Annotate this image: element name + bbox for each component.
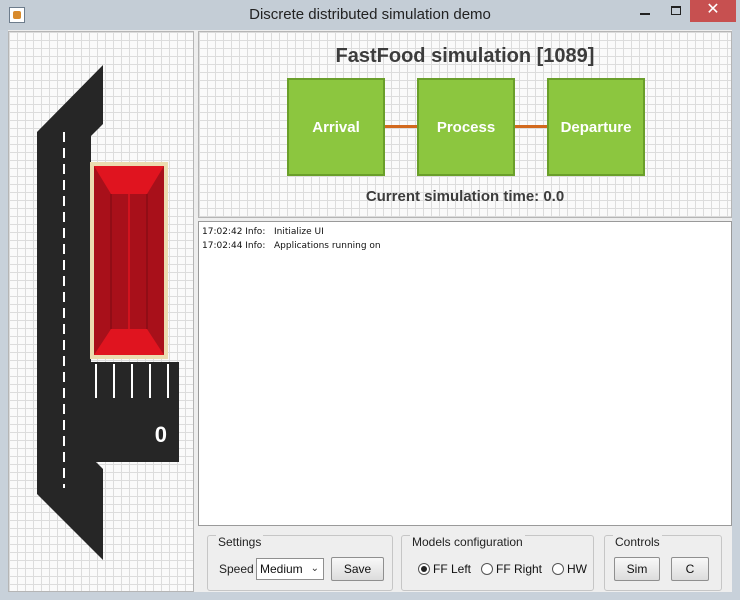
models-group-label: Models configuration xyxy=(410,535,525,549)
connector-arrival-process xyxy=(385,125,417,128)
road-counter-block xyxy=(91,362,179,462)
radio-unchecked-icon xyxy=(552,563,564,575)
controls-group-label: Controls xyxy=(613,535,662,549)
connector-process-departure xyxy=(515,125,547,128)
controls-group: Controls Sim C xyxy=(604,535,722,591)
process-diagram-panel: FastFood simulation [1089] Arrival Proce… xyxy=(198,31,732,218)
road-panel: 0 xyxy=(8,31,194,592)
log-message: Applications running on xyxy=(274,241,381,251)
minimize-button[interactable] xyxy=(630,0,660,22)
chevron-down-icon: ⌄ xyxy=(310,563,319,574)
log-line: 17:02:44 Info: Applications running on xyxy=(202,239,728,253)
window-title: Discrete distributed simulation demo xyxy=(249,6,491,23)
models-group: Models configuration FF Left FF Right HW xyxy=(401,535,594,591)
road-drawing: 0 xyxy=(37,65,179,560)
stage-process[interactable]: Process xyxy=(417,78,515,176)
tick-marks xyxy=(95,364,169,398)
java-app-icon xyxy=(9,7,25,23)
log-time: 17:02:44 Info: xyxy=(202,241,266,251)
maximize-icon xyxy=(671,6,681,15)
title-bar: Discrete distributed simulation demo ✕ xyxy=(0,0,740,30)
stage-arrival[interactable]: Arrival xyxy=(287,78,385,176)
settings-group: Settings Speed Medium ⌄ Save xyxy=(207,535,393,591)
radio-hw-label: HW xyxy=(567,562,587,576)
settings-group-label: Settings xyxy=(216,535,264,549)
log-time: 17:02:42 Info: xyxy=(202,227,266,237)
radio-ff-left[interactable]: FF Left xyxy=(418,562,471,576)
client-area: 0 FastFood simulation [1089] Arrival Pro… xyxy=(8,30,732,592)
log-message: Initialize UI xyxy=(274,227,324,237)
sim-button[interactable]: Sim xyxy=(614,557,660,581)
vehicle xyxy=(94,166,164,355)
save-button[interactable]: Save xyxy=(331,557,384,581)
c-button[interactable]: C xyxy=(671,557,709,581)
road-asphalt xyxy=(37,65,103,560)
radio-ff-right[interactable]: FF Right xyxy=(481,562,542,576)
close-button[interactable]: ✕ xyxy=(690,0,736,22)
radio-ff-right-label: FF Right xyxy=(496,562,543,576)
speed-select[interactable]: Medium ⌄ xyxy=(256,558,324,580)
minimize-icon xyxy=(640,13,650,15)
road-counter: 0 xyxy=(155,422,167,447)
radio-checked-icon xyxy=(418,563,430,575)
radio-ff-left-label: FF Left xyxy=(433,562,472,576)
close-icon: ✕ xyxy=(706,1,720,18)
speed-label: Speed xyxy=(219,562,254,576)
log-line: 17:02:42 Info: Initialize UI xyxy=(202,225,728,239)
stage-departure[interactable]: Departure xyxy=(547,78,645,176)
radio-hw[interactable]: HW xyxy=(552,562,587,576)
log-output[interactable]: 17:02:42 Info: Initialize UI 17:02:44 Inf… xyxy=(198,221,732,526)
simulation-time: Current simulation time: 0.0 xyxy=(365,188,565,205)
simulation-title: FastFood simulation [1089] xyxy=(335,45,595,67)
radio-unchecked-icon xyxy=(481,563,493,575)
speed-select-value: Medium xyxy=(260,562,303,576)
maximize-button[interactable] xyxy=(661,0,691,22)
